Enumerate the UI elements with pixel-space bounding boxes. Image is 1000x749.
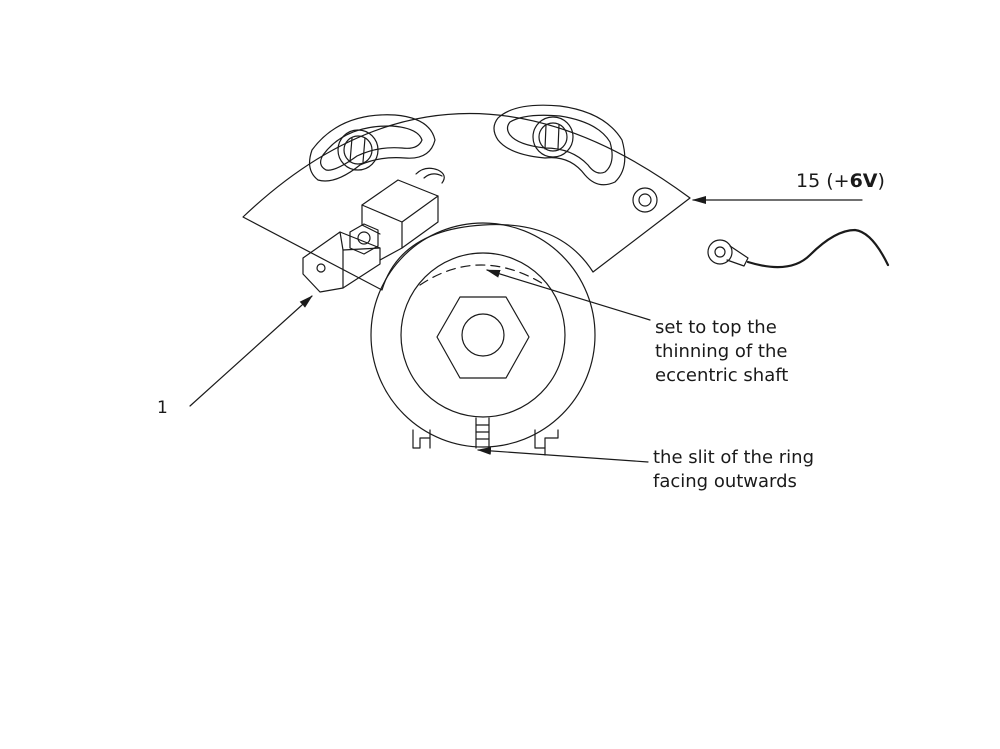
shaft-callout-line-1: set to top the	[655, 317, 777, 338]
ring-slit	[475, 417, 490, 449]
terminal-prefix: 15 (+	[796, 170, 850, 192]
eccentric-thinning-dashed-arc	[419, 264, 546, 286]
shaft-callout-line-3: eccentric shaft	[655, 365, 789, 386]
plate-hole	[632, 187, 658, 213]
ring-slit-callout: the slit of the ring facing outwards	[653, 446, 814, 494]
part-number-label: 1	[157, 398, 168, 418]
shaft-callout-line-2: thinning of the	[655, 341, 788, 362]
left-adjust-slot	[308, 114, 436, 182]
right-adjust-slot-inner	[506, 114, 613, 174]
ring-slit-arrow	[477, 446, 649, 463]
right-slot-screw	[532, 116, 574, 158]
cam-ring	[400, 252, 566, 418]
wire-ring-terminal	[707, 228, 890, 269]
shaft-thinning-arrow	[486, 269, 651, 321]
cam-housing-outer	[370, 222, 596, 448]
slit-callout-line-1: the slit of the ring	[653, 447, 814, 468]
right-adjust-slot	[493, 104, 626, 186]
shaft-center-hole	[461, 313, 505, 357]
breaker-plate	[242, 113, 691, 291]
terminal-suffix: )	[877, 170, 885, 192]
left-slot-screw	[337, 129, 379, 171]
part-1-arrow	[189, 295, 313, 407]
shaft-hex-nut	[436, 296, 530, 379]
shaft-thinning-callout: set to top the thinning of the eccentric…	[655, 316, 788, 388]
left-adjust-slot-inner	[320, 125, 423, 171]
terminal-15-label: 15 (+6V)	[796, 169, 885, 193]
terminal-voltage: 6V	[849, 170, 878, 192]
terminal-tab	[302, 223, 381, 293]
ring-base-tabs	[412, 429, 559, 456]
contact-breaker-box	[361, 167, 445, 261]
slit-callout-line-2: facing outwards	[653, 471, 797, 492]
